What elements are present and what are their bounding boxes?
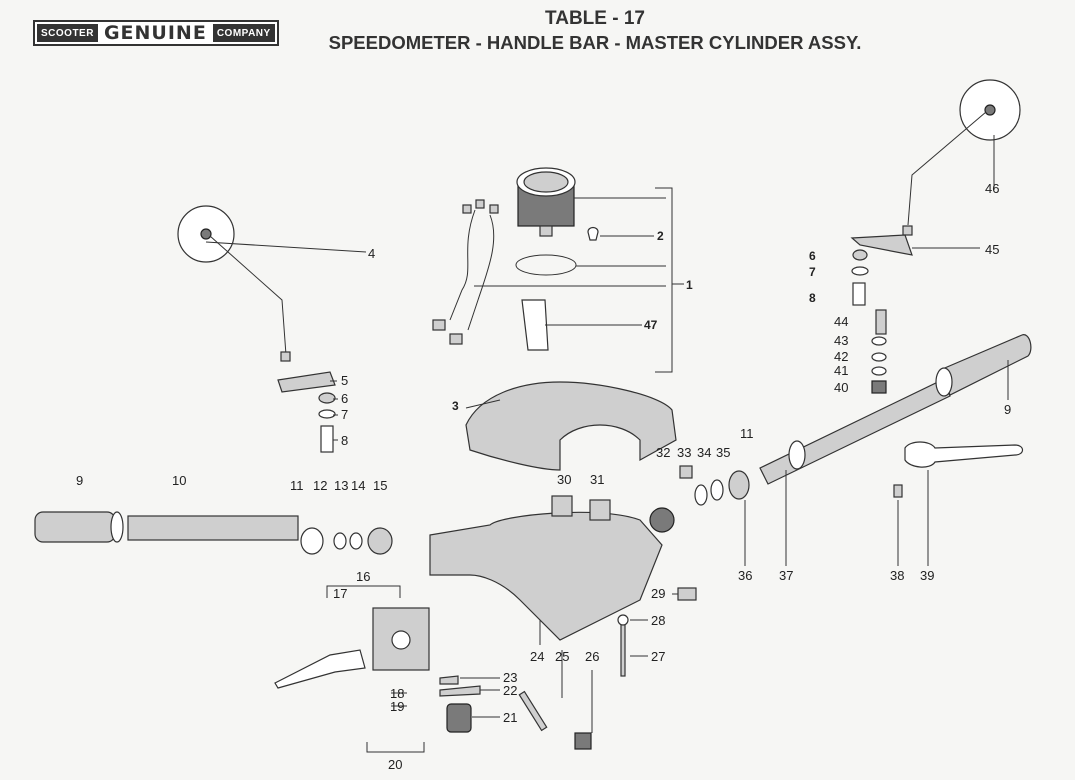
washer-42 (871, 352, 887, 362)
callout-29: 29 (651, 586, 665, 601)
page-subtitle: SPEEDOMETER - HANDLE BAR - MASTER CYLIND… (328, 32, 862, 53)
callout-7-right: 7 (809, 265, 816, 279)
callout-12: 12 (313, 478, 327, 493)
mirror-bracket-45 (850, 234, 913, 256)
leader-lines (205, 135, 1009, 753)
washer-7-right (851, 266, 869, 276)
nut-6-left (318, 392, 336, 404)
headset-bottom-body (429, 511, 663, 641)
callout-15: 15 (373, 478, 387, 493)
washer-43 (871, 336, 887, 346)
right-mirror (902, 79, 1021, 236)
callout-34: 34 (697, 445, 711, 460)
nut-26 (574, 732, 592, 750)
callout-7: 7 (341, 407, 348, 422)
callout-17: 17 (333, 586, 347, 601)
callout-44: 44 (834, 314, 848, 329)
callout-30: 30 (557, 472, 571, 487)
callout-6-right: 6 (809, 249, 816, 263)
callout-33: 33 (677, 445, 691, 460)
callout-9-left: 9 (76, 473, 83, 488)
left-grip (34, 511, 393, 555)
callout-4: 4 (368, 246, 375, 261)
callout-25: 25 (555, 649, 569, 664)
logo-left-text: SCOOTER (37, 24, 98, 42)
speedometer-assembly (432, 167, 599, 351)
bush-30 (551, 495, 573, 517)
callout-11-right: 11 (740, 426, 754, 441)
callout-39: 39 (920, 568, 934, 583)
master-cylinder (274, 607, 481, 733)
logo-right-text: COMPANY (212, 24, 275, 42)
callout-24: 24 (530, 649, 544, 664)
callout-13: 13 (334, 478, 348, 493)
bolt-27 (620, 619, 626, 677)
gear-32 (649, 507, 675, 533)
callout-43: 43 (834, 333, 848, 348)
nut-6-right (852, 249, 868, 261)
callout-22: 22 (503, 683, 517, 698)
callout-47: 47 (644, 318, 658, 332)
right-handlebar (679, 334, 1032, 506)
callout-37: 37 (779, 568, 793, 583)
right-brake-lever (904, 441, 1024, 468)
mirror-bracket-5 (277, 371, 336, 393)
callout-28: 28 (651, 613, 665, 628)
callout-3: 3 (452, 399, 459, 413)
part-44 (875, 309, 887, 335)
callout-26: 26 (585, 649, 599, 664)
callout-42: 42 (834, 349, 848, 364)
washer-41 (871, 366, 887, 376)
callout-19: 19 (390, 699, 404, 714)
callout-32: 32 (656, 445, 670, 460)
callout-9-right: 9 (1004, 402, 1011, 417)
bush-31 (589, 499, 611, 521)
callout-27: 27 (651, 649, 665, 664)
logo-center-text: GENUINE (103, 22, 207, 44)
callout-16: 16 (356, 569, 370, 584)
callout-10: 10 (172, 473, 186, 488)
callout-5: 5 (341, 373, 348, 388)
callout-45: 45 (985, 242, 999, 257)
callout-labels: 4 1 2 47 5 6 7 8 3 9 10 11 12 13 14 15 1… (76, 181, 1011, 772)
callout-40: 40 (834, 380, 848, 395)
callout-20: 20 (388, 757, 402, 772)
headset-top-cover (465, 381, 677, 471)
callout-23: 23 (503, 670, 517, 685)
bolt-8-right (852, 282, 866, 306)
callout-6: 6 (341, 391, 348, 406)
callout-38: 38 (890, 568, 904, 583)
callout-11-left: 11 (290, 478, 304, 493)
callout-8-right: 8 (809, 291, 816, 305)
callout-2: 2 (657, 229, 664, 243)
callout-18: 18 (390, 686, 404, 701)
callout-31: 31 (590, 472, 604, 487)
callout-14: 14 (351, 478, 365, 493)
page-header: TABLE - 17 SPEEDOMETER - HANDLE BAR - MA… (300, 8, 890, 54)
bolt-8-left (320, 425, 334, 453)
washer-28 (617, 614, 629, 626)
callout-21: 21 (503, 710, 517, 725)
callout-36: 36 (738, 568, 752, 583)
screw-25 (518, 690, 548, 732)
callout-8: 8 (341, 433, 348, 448)
nut-40 (871, 380, 887, 394)
callout-46: 46 (985, 181, 999, 196)
callout-35: 35 (716, 445, 730, 460)
bulb-29 (677, 587, 697, 601)
scooter-genuine-company-logo: SCOOTER GENUINE COMPANY (33, 20, 279, 46)
pin-38 (893, 484, 903, 498)
callout-41: 41 (834, 363, 848, 378)
washer-7-left (318, 409, 336, 419)
callout-1: 1 (686, 278, 693, 292)
page-title: TABLE - 17 (545, 8, 645, 29)
left-mirror (177, 205, 291, 362)
